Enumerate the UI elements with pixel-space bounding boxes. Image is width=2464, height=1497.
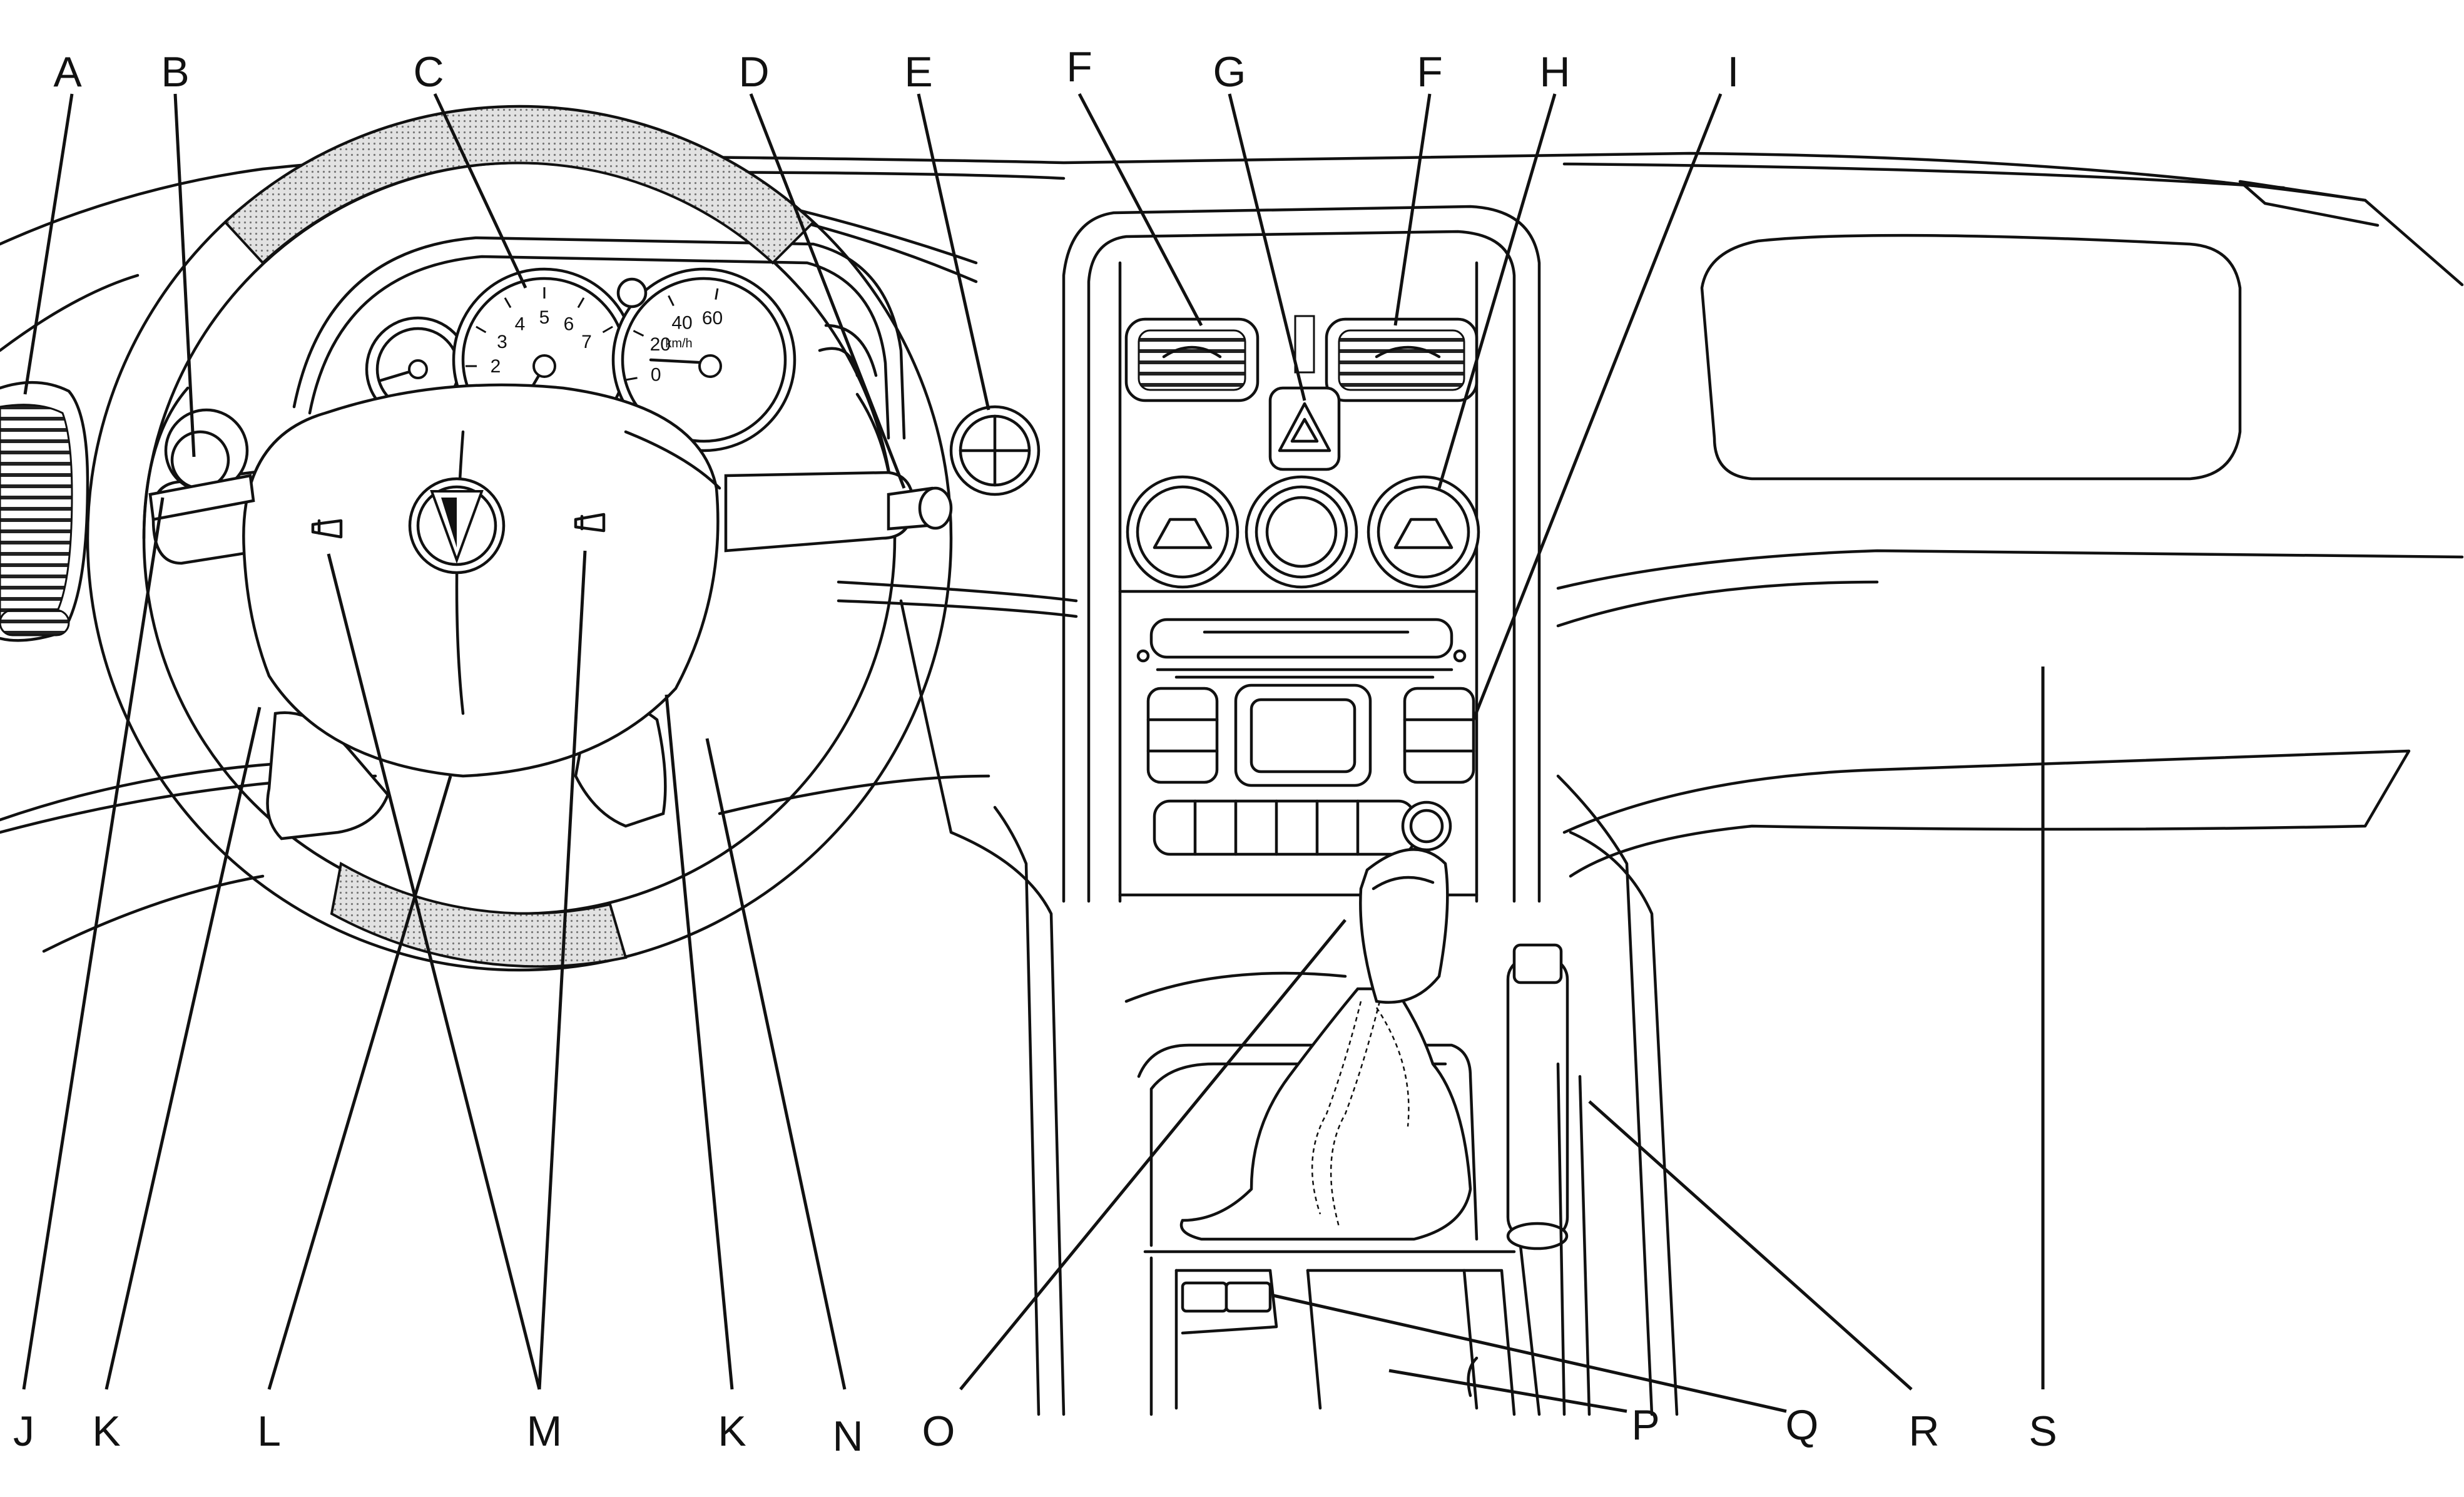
tachometer-tick-label: 3: [497, 332, 507, 352]
leader-K2: [664, 694, 734, 1390]
callout-D: D: [738, 48, 769, 96]
leader-M1: [327, 553, 541, 1390]
leader-P: [1388, 1369, 1627, 1413]
callout-I: I: [1728, 48, 1739, 96]
speedometer-tick-mark: [715, 288, 719, 300]
hazard-warning-button: [1268, 315, 1341, 471]
callout-G: G: [1213, 48, 1246, 96]
speedometer-tick-label: 60: [702, 308, 723, 329]
left-air-vent: [0, 381, 89, 642]
leader-A: [23, 93, 74, 395]
tachometer-tick-label: 6: [564, 314, 574, 335]
shift-knob: [1359, 848, 1449, 1004]
callout-O: O: [922, 1408, 955, 1455]
leader-N: [705, 738, 847, 1390]
speedometer-unit: km/h: [665, 337, 692, 350]
callout-J: J: [13, 1408, 34, 1455]
callout-C: C: [413, 48, 444, 96]
callout-R: R: [1908, 1408, 1939, 1455]
shift-boot: [1179, 987, 1472, 1241]
speedometer-tick-mark: [626, 377, 638, 381]
speedometer-tick-label: 20: [650, 334, 671, 355]
callout-P: P: [1631, 1401, 1659, 1449]
leader-F2: [1393, 93, 1432, 326]
audio-system: [1136, 618, 1475, 856]
climate-knob-center: [1245, 475, 1358, 589]
pontiac-logo: [408, 477, 506, 575]
callout-S: S: [2029, 1408, 2057, 1455]
callout-M: M: [527, 1408, 563, 1455]
airbag-hub: [242, 383, 721, 778]
horn-icon-left: [311, 519, 343, 539]
callout-K-right: K: [718, 1408, 746, 1455]
leader-M2: [537, 550, 587, 1390]
leader-D: [749, 93, 906, 489]
callout-E: E: [904, 48, 932, 96]
callout-N: N: [832, 1413, 863, 1460]
leader-F1: [1077, 93, 1203, 327]
tachometer-tick-mark: [577, 297, 585, 309]
center-vent-left: [1124, 317, 1260, 402]
tachometer-tick-mark: [602, 325, 613, 334]
callout-H: H: [1539, 48, 1570, 96]
leader-C: [433, 93, 527, 289]
tachometer-tick-label: 7: [581, 332, 592, 352]
leader-B: [173, 93, 196, 457]
callout-labels: A B C D E F G F H I J K L M K N O P Q R …: [13, 43, 2057, 1460]
turn-signal-stalk: [148, 408, 255, 521]
leader-E: [917, 93, 990, 411]
leader-J: [22, 497, 165, 1390]
leader-Q: [1273, 1294, 1787, 1413]
callout-B: B: [161, 48, 189, 96]
headlamp-switch: [949, 405, 1041, 496]
leader-O: [959, 919, 1347, 1391]
speedometer-tick-label: 0: [651, 365, 661, 386]
callout-Q: Q: [1786, 1401, 1819, 1449]
tachometer-tick-label: 2: [491, 356, 501, 377]
leader-lines: [22, 93, 2045, 1413]
leader-H: [1437, 93, 1557, 489]
wiper-stalk: [887, 486, 953, 531]
callout-A: A: [53, 48, 82, 96]
leader-G: [1228, 93, 1306, 401]
steering-wheel: [86, 105, 953, 972]
callout-F-left: F: [1066, 43, 1092, 91]
leader-L: [267, 775, 452, 1390]
parking-brake-lever: [1506, 943, 1591, 1416]
callout-K-left: K: [92, 1408, 120, 1455]
speedometer-tick-mark: [668, 295, 675, 307]
climate-knob-right: [1367, 475, 1480, 589]
callout-F-right: F: [1417, 48, 1443, 96]
tachometer-tick-label: 4: [515, 314, 526, 335]
callout-L: L: [257, 1408, 281, 1455]
leader-I: [1472, 93, 1723, 720]
climate-knob-left: [1126, 475, 1240, 589]
tachometer-tick-label: 5: [539, 307, 550, 328]
horn-icon-right: [574, 513, 606, 533]
speedometer-tick-mark: [633, 330, 644, 337]
tachometer-tick-mark: [504, 297, 512, 309]
leader-R: [1588, 1100, 1913, 1391]
leader-K1: [104, 707, 262, 1390]
console: [1124, 971, 1541, 1416]
center-vent-right: [1325, 317, 1479, 402]
speedometer-tick-label: 40: [671, 312, 692, 333]
tachometer-tick-mark: [476, 325, 487, 334]
